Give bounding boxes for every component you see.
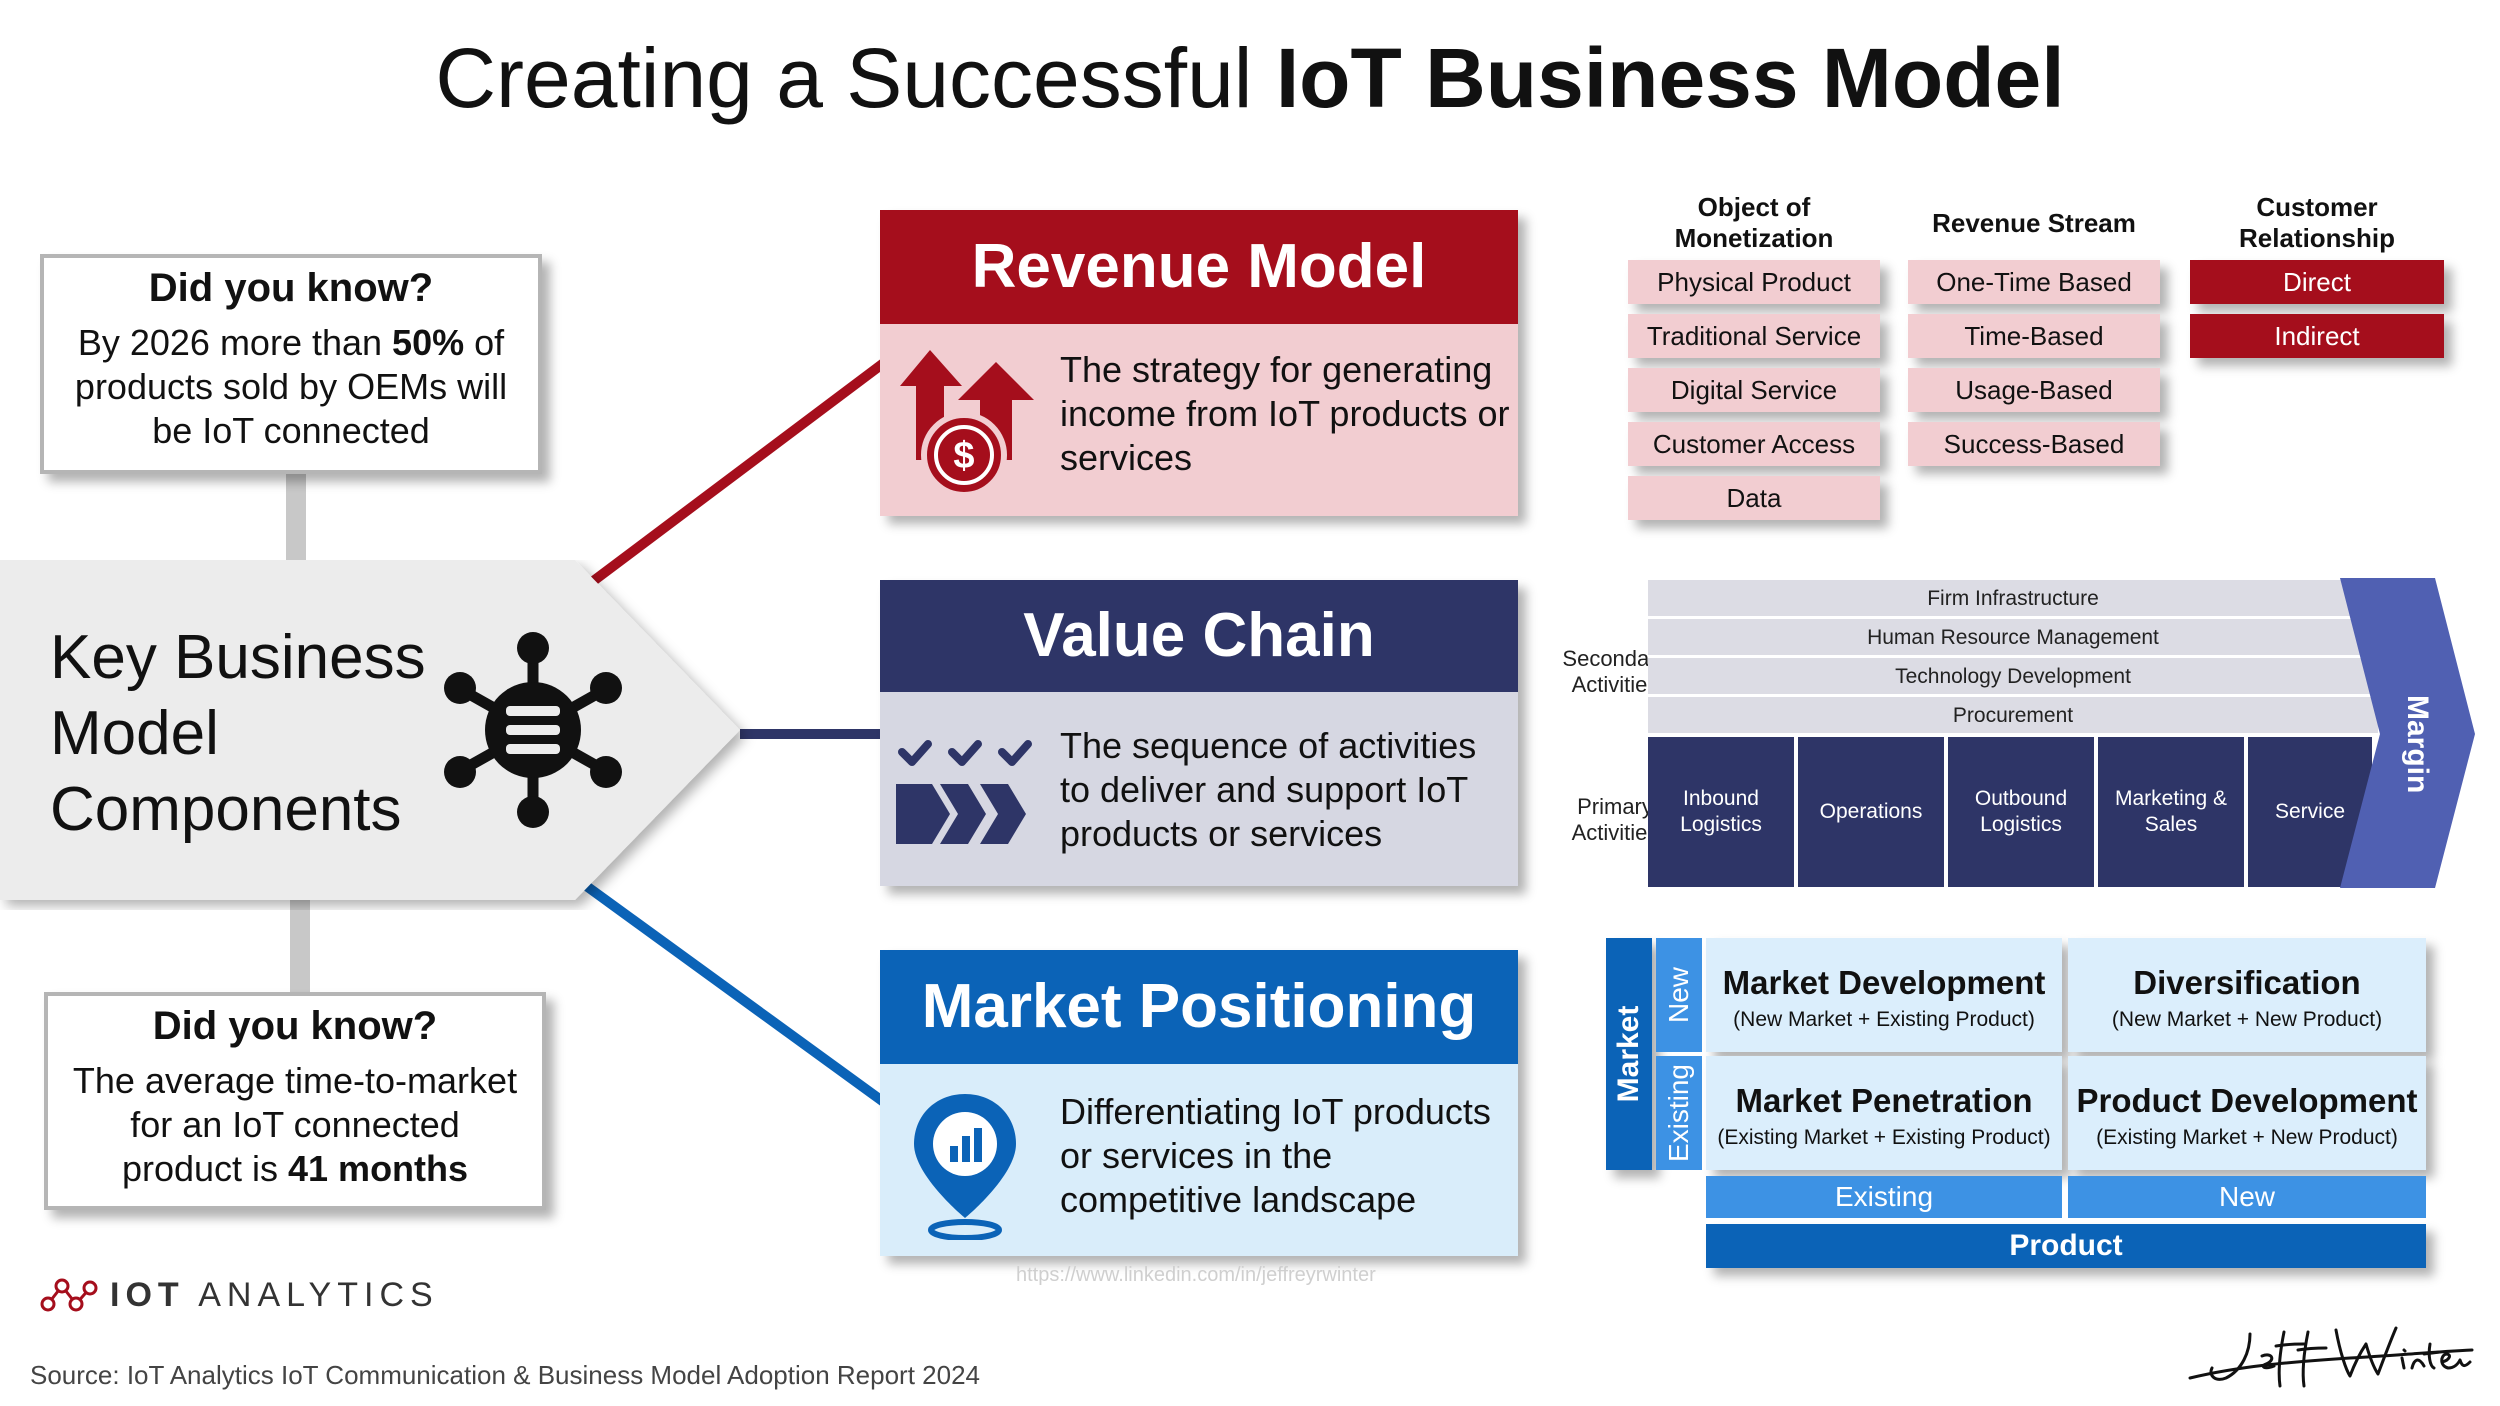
- object-cell: Customer Access: [1628, 422, 1880, 466]
- vc-secondary-row: Technology Development: [1648, 658, 2378, 697]
- iot-analytics-logo: IOT ANALYTICS: [110, 1276, 439, 1314]
- col-header-object-of-monetization: Object of Monetization: [1674, 192, 1834, 253]
- center-arrow-shape: [0, 560, 740, 900]
- object-cell: Traditional Service: [1628, 314, 1880, 358]
- ansoff-market-bar: [1606, 938, 1652, 1170]
- revenue-stream-cell: Time-Based: [1908, 314, 2160, 358]
- object-cell: Digital Service: [1628, 368, 1880, 412]
- vc-secondary-row: Human Resource Management: [1648, 619, 2378, 658]
- location-chart-icon: [914, 1094, 1016, 1240]
- line-market: [582, 880, 888, 1108]
- revenue-stream-cell: Success-Based: [1908, 422, 2160, 466]
- ansoff-cell-product-development: Product Development(Existing Market + Ne…: [2068, 1056, 2426, 1170]
- col-header-revenue-stream: Revenue Stream: [1932, 208, 2136, 238]
- revenue-arrows-dollar-icon: $: [900, 350, 1034, 498]
- vc-primary-activity: Inbound Logistics: [1648, 737, 1794, 887]
- vc-primary-label: Primary Activities: [1571, 794, 1659, 845]
- revenue-model-card: Revenue Model The strategy for generatin…: [880, 210, 1518, 516]
- revenue-model-title: Revenue Model: [880, 210, 1518, 324]
- market-positioning-card: Market Positioning Differentiating IoT p…: [880, 950, 1518, 1256]
- did-you-know-card-2: Did you know? The average time-to-market…: [44, 992, 546, 1210]
- svg-text:$: $: [953, 435, 974, 477]
- title-bold: IoT Business Model: [1275, 31, 2065, 125]
- did-you-know-card-1: Did you know? By 2026 more than 50% of p…: [40, 254, 542, 474]
- vc-margin-label: Margin: [2401, 695, 2434, 794]
- hub-network-icon: [444, 632, 622, 828]
- vc-margin-arrow: [2340, 578, 2475, 888]
- value-chain-desc: The sequence of activities to deliver an…: [1060, 725, 1477, 854]
- value-chain-title: Value Chain: [880, 580, 1518, 692]
- revenue-model-desc: The strategy for generating income from …: [1060, 349, 1510, 478]
- did-you-know-text: The average time-to-market for an IoT co…: [72, 1060, 518, 1189]
- vc-secondary-row: Procurement: [1648, 697, 2378, 736]
- object-cell: Data: [1628, 476, 1880, 520]
- ansoff-new-market-bar: [1656, 938, 1702, 1052]
- vc-primary-activity: Outbound Logistics: [1948, 737, 2094, 887]
- vc-primary-activity: Marketing & Sales: [2098, 737, 2244, 887]
- revenue-stream-cell: One-Time Based: [1908, 260, 2160, 304]
- ansoff-existing-market-label: Existing: [1663, 1063, 1694, 1163]
- page-title: Creating a Successful IoT Business Model: [0, 30, 2500, 127]
- line-revenue: [584, 358, 889, 589]
- watermark-url: https://www.linkedin.com/in/jeffreyrwint…: [1016, 1264, 1376, 1286]
- ansoff-cell-market-development: Market Development(New Market + Existing…: [1706, 938, 2062, 1052]
- ansoff-cell-market-penetration: Market Penetration(Existing Market + Exi…: [1706, 1056, 2062, 1170]
- did-you-know-text: By 2026 more than 50% of products sold b…: [74, 322, 508, 451]
- signature-jeff-winter: [2188, 1326, 2474, 1388]
- ansoff-existing-market-bar: [1656, 1056, 1702, 1170]
- value-chain-card: Value Chain The sequence of activities t…: [880, 580, 1518, 886]
- iot-analytics-logo-icon: [40, 1278, 98, 1312]
- ansoff-cell-diversification: Diversification(New Market + New Product…: [2068, 938, 2426, 1052]
- col-header-customer-relationship: Customer Relationship: [2238, 192, 2395, 253]
- ansoff-new-market-label: New: [1663, 967, 1694, 1024]
- source-note: Source: IoT Analytics IoT Communication …: [30, 1360, 981, 1390]
- ansoff-existing-product-bar: Existing: [1706, 1176, 2062, 1218]
- market-positioning-desc: Differentiating IoT products or services…: [1060, 1091, 1491, 1220]
- did-you-know-heading: Did you know?: [152, 1004, 438, 1048]
- customer-relationship-cell: Direct: [2190, 260, 2444, 304]
- ansoff-market-label: Market: [1612, 1005, 1645, 1103]
- object-cell: Physical Product: [1628, 260, 1880, 304]
- checks-chevrons-icon: [896, 740, 1032, 844]
- ansoff-new-product-bar: New: [2068, 1176, 2426, 1218]
- connector-top: [286, 474, 306, 564]
- vc-primary-activity: Operations: [1798, 737, 1944, 887]
- market-positioning-title: Market Positioning: [880, 950, 1518, 1064]
- revenue-stream-cell: Usage-Based: [1908, 368, 2160, 412]
- center-label: Key Business Model Components: [50, 623, 426, 844]
- did-you-know-heading: Did you know?: [148, 266, 434, 310]
- customer-relationship-cell: Indirect: [2190, 314, 2444, 358]
- vc-secondary-row: Firm Infrastructure: [1648, 580, 2378, 619]
- ansoff-product-bar: Product: [1706, 1224, 2426, 1268]
- title-regular: Creating a Successful: [435, 31, 1276, 125]
- connector-bottom: [290, 900, 310, 992]
